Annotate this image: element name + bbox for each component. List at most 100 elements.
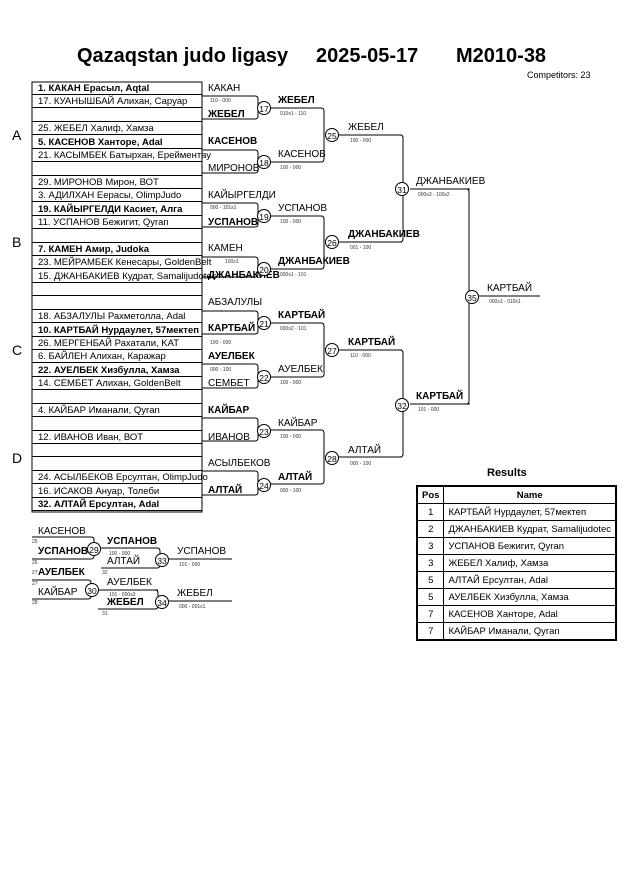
match-17-number: 17 [257, 101, 271, 115]
rep-33-number: 33 [155, 553, 169, 567]
entry-slot: 7. КАМЕН Амир, Judoka [32, 243, 202, 257]
rep-33-bottom: АЛТАЙ [107, 556, 141, 567]
match-18-top: КАСЕНОВ [208, 136, 258, 147]
match-27-winner: КАРТБАЙ [348, 337, 396, 348]
results-pos: 5 [416, 571, 445, 589]
match-19-score-top: 000 - 101s1 [210, 205, 237, 211]
match-18-number: 18 [257, 155, 271, 169]
match-26-number: 26 [325, 235, 339, 249]
match-25-number: 25 [325, 128, 339, 142]
results-pos: 5 [416, 588, 445, 606]
weight-category: M2010-38 [456, 45, 547, 67]
match-32-winner: КАРТБАЙ [416, 391, 464, 402]
entry-slot: 3. АДИЛХАН Еерасы, OlimpJudo [32, 189, 202, 203]
entry-slot: 29. МИРОНОВ Мирон, ВОТ [32, 176, 202, 189]
results-pos: 7 [416, 622, 445, 641]
entry-slot [32, 444, 202, 458]
match-20-score: 000s1 - 101 [280, 272, 307, 278]
match-31-number: 31 [395, 182, 409, 196]
match-22-top: АУЕЛБЕК [208, 351, 255, 362]
entry-slot: 23. МЕЙРАМБЕК Кенесары, GoldenBelt [32, 256, 211, 270]
match-28-number: 28 [325, 451, 339, 465]
match-20-winner: ДЖАНБАКИЕВ [278, 256, 350, 267]
rep-33-score: 101 - 000 [179, 562, 201, 568]
pool-label-b: B [12, 234, 22, 250]
match-18-score: 100 - 000 [280, 165, 302, 171]
entry-slot: 10. КАРТБАЙ Нурдаулет, 57мектеп [32, 324, 202, 337]
match-20-score-top: 100s1 [225, 259, 239, 265]
entry-slot [32, 230, 202, 243]
rep-34-winner: ЖЕБЕЛ [177, 588, 213, 599]
rep-34-bottom-pos: 31 [102, 611, 108, 617]
match-17-top: КАКАН [208, 83, 241, 94]
results-name: КАРТБАЙ Нурдаулет, 57мектеп [443, 503, 617, 521]
match-25-winner: ЖЕБЕЛ [348, 122, 384, 133]
match-17-winner: ЖЕБЕЛ [278, 95, 315, 106]
match-31-score: 000s3 - 100s2 [418, 192, 450, 198]
rep-30-number: 30 [85, 583, 99, 597]
entry-slot [32, 163, 202, 176]
rep-30-winner: АУЕЛБЕК [107, 577, 152, 588]
entry-list-frame [31, 81, 203, 513]
match-28-winner: АЛТАЙ [348, 445, 382, 456]
entry-slot [32, 297, 202, 310]
match-22-score-top: 000 - 100 [210, 367, 232, 373]
entry-slot: 26. МЕРГЕНБАЙ Рахатали, KAT [32, 337, 202, 350]
entry-slot: 25. ЖЕБЕЛ Халиф, Хамза [32, 122, 202, 136]
match-17-score: 010s1 - 110 [280, 111, 307, 117]
results-header-pos: Pos [416, 485, 445, 504]
match-25-score: 100 - 000 [350, 138, 372, 144]
results-name: ЖЕБЕЛ Халиф, Хамза [443, 554, 617, 572]
entry-slot [32, 458, 202, 471]
results-name: АУЕЛБЕК Хизбулла, Хамза [443, 588, 617, 606]
match-19-score: 100 - 000 [280, 219, 302, 225]
match-20-bottom: ДЖАНБАКИЕВ [208, 270, 280, 281]
rep-29-number: 29 [87, 542, 101, 556]
results-name: ДЖАНБАКИЕВ Кудрат, Samalijudotec [443, 520, 617, 538]
final-winner: КАРТБАЙ [487, 283, 533, 294]
rep-30-top: АУЕЛБЕК [38, 567, 85, 578]
league-name: Qazaqstan judo ligasy [77, 45, 289, 67]
match-23-top: КАЙБАР [208, 405, 250, 416]
match-19-top: КАЙЫРГЕЛДИ [208, 190, 276, 201]
match-20-top: КАМЕН [208, 243, 243, 254]
results-title: Results [487, 467, 527, 479]
match-19-bottom: УСПАНОВ [208, 217, 259, 228]
entry-slot: 15. ДЖАНБАКИЕВ Кудрат, Samalijudotec [32, 270, 216, 283]
results-name: АЛТАЙ Ерсултан, Adal [443, 571, 617, 589]
match-32-number: 32 [395, 398, 409, 412]
entry-slot: 19. КАЙЫРГЕЛДИ Касиет, Алга [32, 203, 202, 216]
final-score: 000s1 - 010s1 [489, 299, 521, 305]
match-24-winner: АЛТАЙ [278, 472, 313, 483]
match-18-bottom: МИРОНОВ [208, 163, 260, 174]
entry-slot: 5. КАСЕНОВ Ханторе, Adal [32, 136, 202, 149]
entry-slot: 4. КАЙБАР Иманали, Qyran [32, 404, 202, 418]
match-26-score: 001 - 100 [350, 245, 372, 251]
match-22-winner: АУЕЛБЕК [278, 364, 323, 375]
results-name: КАЙБАР Иманали, Qyran [443, 622, 617, 641]
competitor-count: Competitors: 23 [527, 70, 591, 80]
match-22-number: 22 [257, 370, 271, 384]
entry-slot: 18. АБЗАЛУЛЫ Рахметолла, Adal [32, 310, 202, 324]
rep-29-top: КАСЕНОВ [38, 526, 86, 537]
match-18-winner: КАСЕНОВ [278, 149, 326, 160]
match-21-number: 21 [257, 316, 271, 330]
entry-slot [32, 283, 202, 297]
pool-label-a: A [12, 127, 22, 143]
entry-slot [32, 391, 202, 404]
rep-30-bottom: КАЙБАР [38, 587, 78, 598]
rep-30-top-pos: 27 [32, 570, 38, 576]
match-17-bottom: ЖЕБЕЛ [208, 109, 245, 120]
match-22-bottom: СЕМБЕТ [208, 378, 250, 389]
pool-label-c: C [12, 342, 23, 358]
match-23-bottom: ИВАНОВ [208, 432, 250, 443]
entry-slot: 24. АСЫЛБЕКОВ Ерсултан, OlimpJudo [32, 471, 208, 485]
rep-34-score: 000 - 001s1 [179, 604, 206, 610]
match-17-score-top: 110 - 000 [210, 98, 231, 104]
